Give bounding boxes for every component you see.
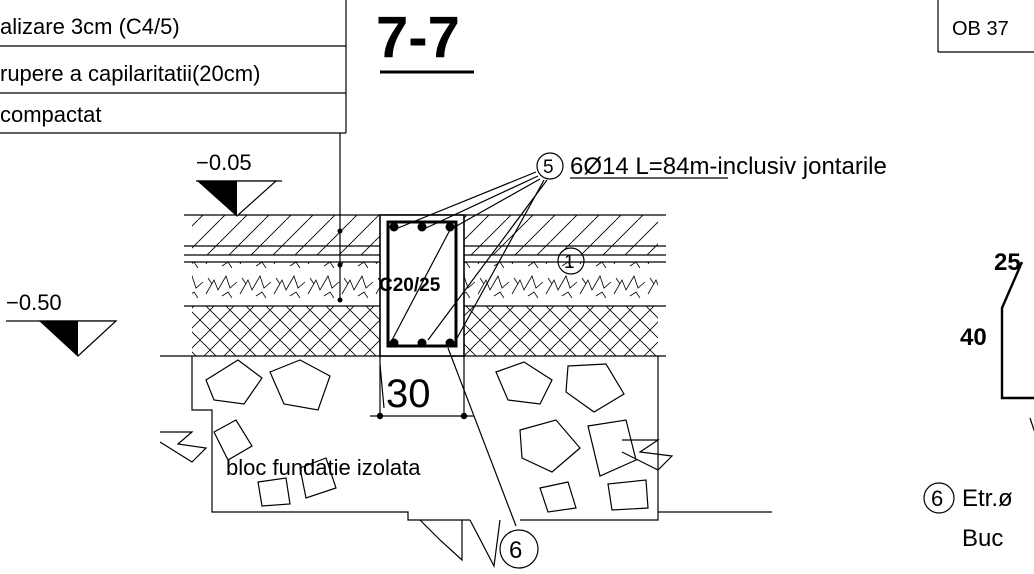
sheet-ref: OB 37 xyxy=(952,18,1009,40)
rebar-dot xyxy=(389,222,399,232)
detail-line1: Etr.ø xyxy=(962,485,1013,512)
foundation-label: bloc fundatie izolata xyxy=(226,455,421,480)
detail-line2: Buc xyxy=(962,525,1003,552)
elevation-bottom-value: −0.50 xyxy=(6,290,62,315)
fill-marker: 1 xyxy=(557,247,585,275)
layer-legend-box: alizare 3cm (C4/5) rupere a capilaritati… xyxy=(0,0,347,303)
rebar-note-text: 6Ø14 L=84m-inclusiv jontarile xyxy=(570,153,887,180)
layer-label-finish: alizare 3cm (C4/5) xyxy=(0,14,180,39)
section-title-group: 7-7 xyxy=(376,5,474,74)
beam-section: C20/25 xyxy=(379,214,465,357)
layer-label-compacted: compactat xyxy=(0,102,102,127)
rebar-dot xyxy=(389,338,399,348)
foundation-block xyxy=(159,356,772,568)
elevation-top: −0.05 xyxy=(196,150,282,217)
rebar-dot xyxy=(417,338,427,348)
dimension-width: 30 xyxy=(386,372,431,416)
layer-label-capillary-break: rupere a capilaritatii(20cm) xyxy=(0,61,260,86)
fill-marker-number: 1 xyxy=(564,252,575,273)
stirrup-detail: 25 40 6 Etr.ø Buc xyxy=(923,249,1034,552)
sheet-ref-box: OB 37 xyxy=(937,0,1034,53)
rebar-note: 5 6Ø14 L=84m-inclusiv jontarile xyxy=(397,152,887,341)
rebar-dot xyxy=(445,338,455,348)
concrete-class: C20/25 xyxy=(379,275,441,296)
rebar-dot xyxy=(417,222,427,232)
detail-dim-side: 40 xyxy=(960,324,987,351)
stirrup-marker: 6 xyxy=(447,347,539,569)
elevation-top-value: −0.05 xyxy=(196,150,252,175)
detail-dim-top: 25 xyxy=(994,249,1021,276)
rebar-dot xyxy=(445,222,455,232)
elevation-bottom: −0.50 xyxy=(6,290,118,357)
rebar-note-marker: 5 xyxy=(543,157,554,178)
stirrup-marker-number: 6 xyxy=(509,537,522,564)
section-title: 7-7 xyxy=(376,5,460,70)
dimension-30: 30 xyxy=(370,356,474,420)
detail-marker: 6 xyxy=(931,486,943,511)
